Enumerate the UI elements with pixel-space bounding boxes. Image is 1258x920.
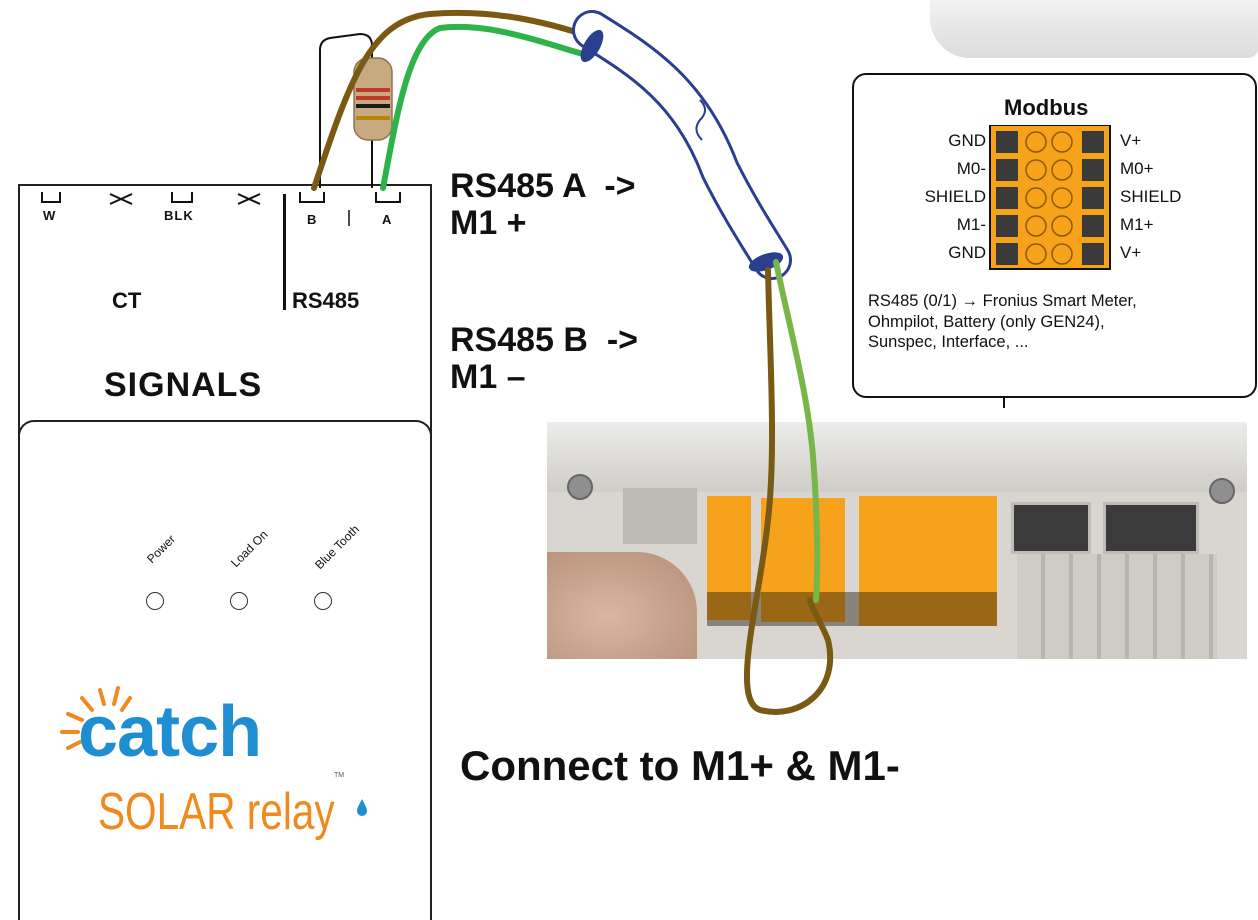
modbus-row3-left: SHIELD bbox=[924, 187, 986, 206]
logo-catch-text: catch bbox=[78, 692, 262, 772]
photo-terminal-block-2 bbox=[761, 498, 845, 622]
rs485-label: RS485 bbox=[292, 288, 360, 313]
logo-trademark: TM bbox=[334, 772, 345, 779]
ct-label: CT bbox=[112, 288, 142, 313]
modbus-row1-left: GND bbox=[948, 131, 986, 150]
rs485-divider bbox=[283, 194, 286, 310]
rs485-b-label: RS485 B -> M1 – bbox=[450, 321, 639, 397]
modbus-desc-line2: Ohmpilot, Battery (only GEN24), bbox=[868, 312, 1105, 331]
modbus-desc-target: Fronius Smart Meter, bbox=[978, 292, 1137, 310]
modbus-pointer-line bbox=[1003, 396, 1005, 408]
rs485-b-line2: M1 – bbox=[450, 358, 526, 397]
modbus-pinout-box: Modbus GND V+ M0- M0+ SHIELD SHIELD M1- … bbox=[852, 73, 1257, 398]
modbus-row1-right: V+ bbox=[1120, 131, 1142, 150]
modbus-title: Modbus bbox=[1004, 95, 1089, 120]
catch-solar-relay-device: W BLK B A CT RS485 SIGNALS Power Load On… bbox=[18, 184, 432, 920]
modbus-row4-left: M1- bbox=[956, 215, 986, 234]
water-drop-icon bbox=[357, 799, 367, 816]
modbus-row2-right: M0+ bbox=[1120, 159, 1154, 178]
load-on-led bbox=[230, 592, 248, 610]
modbus-desc-line3: Sunspec, Interface, ... bbox=[868, 333, 1029, 352]
signals-label: SIGNALS bbox=[104, 366, 263, 404]
sun-logo-icon bbox=[60, 686, 132, 750]
rs485-a-line1: RS485 A -> bbox=[450, 167, 636, 205]
terminal-glyphs bbox=[41, 192, 401, 226]
modbus-terminal-block bbox=[989, 125, 1111, 270]
modbus-desc-prefix: RS485 (0/1) bbox=[868, 292, 962, 310]
device-photo-corner bbox=[930, 0, 1258, 58]
photo-screw-left bbox=[567, 474, 593, 500]
inverter-terminal-photo bbox=[547, 422, 1247, 659]
terminal-blk-label: BLK bbox=[164, 208, 194, 223]
photo-panel-left bbox=[623, 488, 697, 544]
power-led bbox=[146, 592, 164, 610]
terminal-w-label: W bbox=[43, 208, 57, 223]
device-lower-panel bbox=[18, 420, 432, 920]
modbus-row5-right: V+ bbox=[1120, 243, 1142, 262]
photo-vent-grille bbox=[1017, 554, 1217, 659]
modbus-row2-left: M0- bbox=[956, 159, 986, 178]
modbus-row3-right: SHIELD bbox=[1120, 187, 1182, 206]
photo-screw-right bbox=[1209, 478, 1235, 504]
connect-instruction: Connect to M1+ & M1- bbox=[460, 742, 900, 789]
resistor-assembly bbox=[319, 32, 393, 188]
rs485-b-line1: RS485 B -> bbox=[450, 321, 639, 359]
photo-terminal-block-1 bbox=[707, 496, 751, 620]
terminal-b-label: B bbox=[307, 212, 318, 227]
modbus-row4-right: M1+ bbox=[1120, 215, 1154, 234]
logo-solar-relay-text: SOLAR relay bbox=[98, 783, 335, 841]
photo-housing-top bbox=[547, 422, 1247, 492]
rs485-a-line2: M1 + bbox=[450, 204, 527, 243]
photo-ethernet-port-2 bbox=[1103, 502, 1199, 554]
terminal-a-label: A bbox=[382, 212, 393, 227]
rs485-a-label: RS485 A -> M1 + bbox=[450, 167, 636, 243]
modbus-row5-left: GND bbox=[948, 243, 986, 262]
arrow-right-icon: → bbox=[961, 292, 979, 310]
bluetooth-led bbox=[314, 592, 332, 610]
photo-finger bbox=[547, 552, 697, 659]
modbus-description: RS485 (0/1) → Fronius Smart Meter, Ohmpi… bbox=[868, 291, 1254, 353]
photo-terminal-block-3 bbox=[859, 496, 997, 626]
photo-ethernet-port-1 bbox=[1011, 502, 1091, 554]
